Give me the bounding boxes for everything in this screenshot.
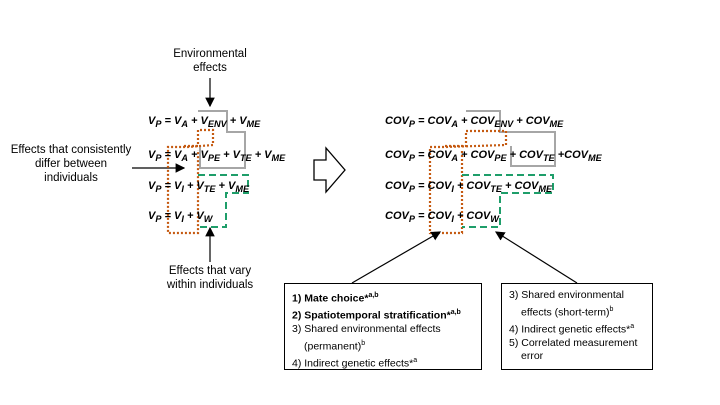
box-right-item-5: 5) Correlated measurement [509, 336, 638, 349]
box-left-arrow [351, 231, 442, 284]
right-equation-1: COVP = COVA + COVENV + COVME [385, 115, 564, 130]
within-effects-label: Effects that vary within individuals [166, 265, 254, 291]
environmental-effects-label: Environmental effects [173, 48, 247, 74]
box-left-item-2: 2) Spatiotemporal stratification*a,b [292, 309, 461, 322]
box-left-item-3-cont: (permanent)b [304, 339, 366, 353]
box-left-item-1: 1) Mate choice*a,b [292, 292, 379, 305]
left-equation-4: VP = VI + VW [148, 210, 213, 225]
transform-arrow [313, 146, 346, 194]
left-grey-outline [198, 110, 246, 169]
box-right-item-4: 4) Indirect genetic effects*a [509, 322, 635, 336]
left-equation-3: VP = VI + VTE + VME [148, 180, 250, 195]
box-left-item-4: 4) Indirect genetic effects*a [292, 356, 418, 370]
right-equation-3: COVP = COVI + COVTE + COVME [385, 180, 553, 195]
box-left-item-3: 3) Shared environmental effects [292, 323, 441, 335]
right-equation-4: COVP = COVI + COVW [385, 210, 499, 225]
box-right-item-5-cont: error [521, 350, 544, 362]
box-right-item-3: 3) Shared environmental [509, 289, 624, 301]
left-equation-2: VP = VA + VPE + VTE + VME [148, 149, 286, 164]
right-grey-outline [466, 110, 556, 167]
box-right-item-3-cont: effects (short-term)b [521, 305, 614, 319]
left-equation-1: VP = VA + VENV + VME [148, 115, 261, 130]
box-right-arrow [494, 231, 578, 284]
mechanisms-box-left: 1) Mate choice*a,b 2) Spatiotemporal str… [284, 283, 482, 370]
mechanisms-box-right: 3) Shared environmental effects (short-t… [501, 283, 653, 370]
consistent-effects-label: Effects that consistently differ between… [10, 144, 132, 184]
right-orange-outline [428, 129, 508, 235]
left-orange-outline [166, 128, 215, 235]
left-green-outline [198, 174, 249, 228]
right-green-outline [462, 174, 554, 228]
right-equation-2: COVP = COVA + COVPE + COVTE +COVME [385, 149, 602, 164]
